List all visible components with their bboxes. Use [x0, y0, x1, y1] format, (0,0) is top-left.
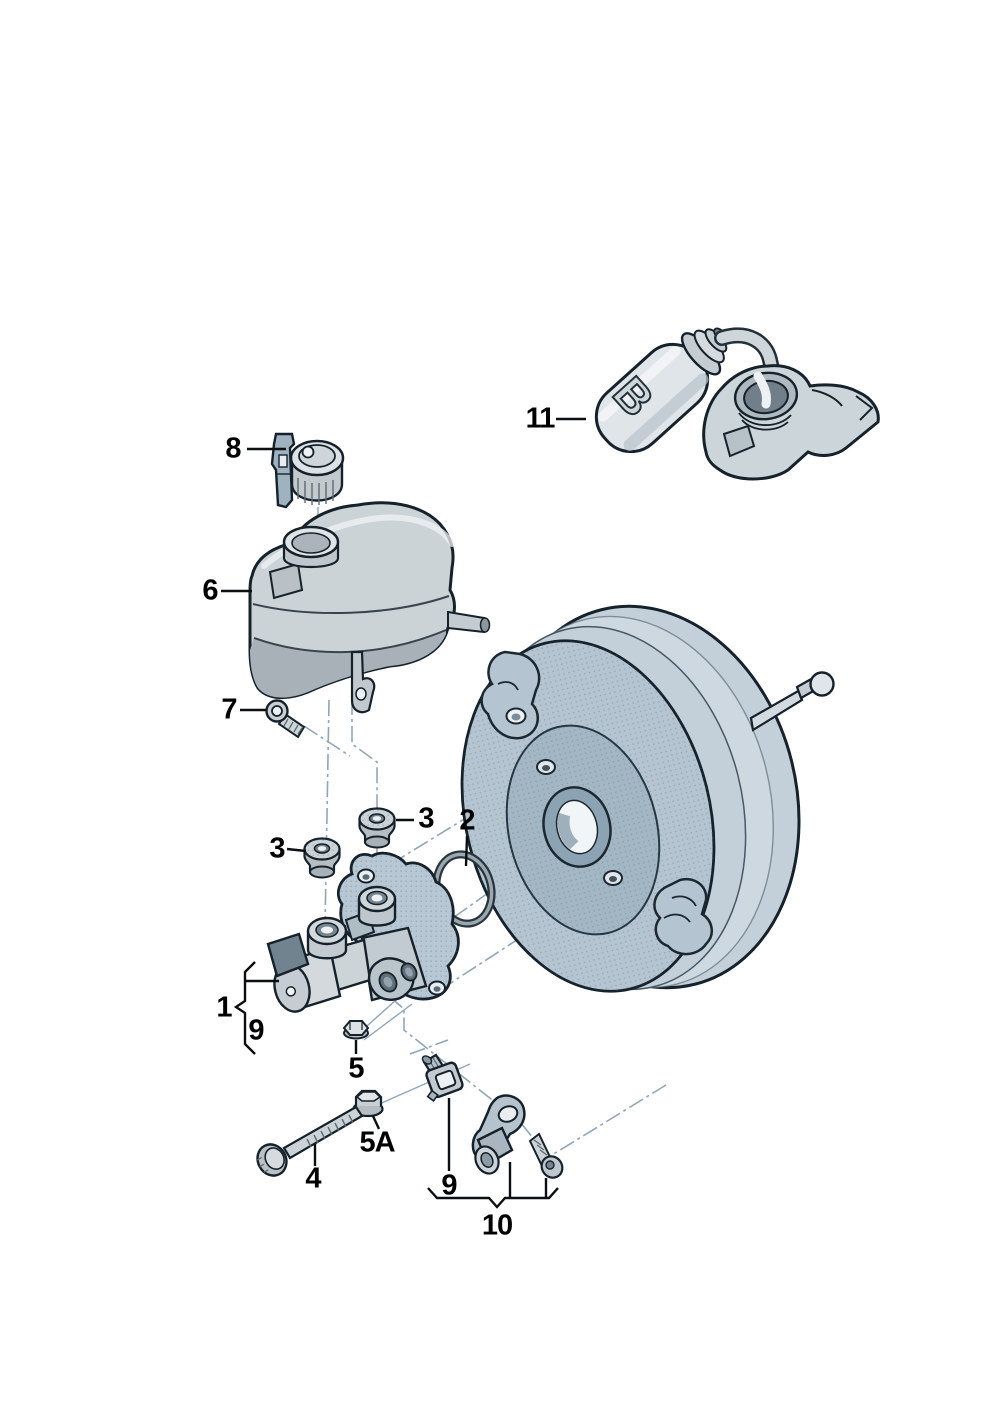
fluid-bottle: B — [594, 327, 781, 454]
callout-10[interactable]: 10 — [481, 1209, 513, 1242]
callout-3-left[interactable]: 3 — [269, 832, 285, 865]
callout-9-sensor[interactable]: 9 — [441, 1169, 457, 1202]
reservoir-side-nipple — [447, 610, 491, 634]
brake-fluid-reservoir — [248, 501, 491, 714]
leader-lines — [221, 417, 586, 1198]
callout-8[interactable]: 8 — [225, 432, 241, 465]
callout-1[interactable]: 1 — [216, 991, 232, 1024]
grommet-left — [303, 837, 341, 879]
callout-6[interactable]: 6 — [202, 574, 218, 607]
sensor-plug-9 — [421, 1053, 464, 1102]
reservoir-mount-tab — [350, 650, 376, 714]
bolt-4 — [256, 1105, 364, 1177]
callout-11[interactable]: 11 — [525, 402, 556, 435]
nut-5 — [342, 1020, 370, 1040]
master-cylinder — [266, 851, 460, 1013]
cap-sensor-bracket — [270, 432, 296, 509]
booster-hub — [542, 786, 612, 868]
booster-lower-lug — [653, 877, 714, 956]
reservoir-screw — [265, 699, 306, 739]
grommet-right — [358, 807, 396, 849]
callout-7[interactable]: 7 — [221, 693, 237, 726]
assembly-brace-1-9 — [233, 961, 279, 1055]
booster-upper-lug — [480, 650, 541, 740]
callout-5a[interactable]: 5A — [359, 1126, 395, 1159]
reservoir-filler-neck — [282, 525, 340, 568]
brake-booster — [460, 604, 835, 993]
callout-5[interactable]: 5 — [348, 1052, 364, 1085]
reservoir-cap — [270, 432, 345, 509]
cylinder-front-port — [306, 916, 348, 960]
booster-pushrod — [749, 671, 835, 732]
sensor-10 — [471, 1094, 526, 1175]
cylinder-connector-block — [266, 932, 310, 978]
cylinder-outlet-boss — [367, 957, 418, 1001]
filler-neck-bracket — [702, 364, 880, 481]
callout-9-assembly[interactable]: 9 — [248, 1014, 264, 1047]
cylinder-rear-port — [357, 885, 397, 927]
callout-2[interactable]: 2 — [459, 804, 475, 837]
sensor-screw-10 — [528, 1132, 564, 1179]
callout-3-right[interactable]: 3 — [418, 802, 434, 835]
callout-4[interactable]: 4 — [305, 1162, 321, 1195]
booster-stud-holes — [536, 759, 623, 886]
assembly-bracket-10 — [427, 1187, 559, 1209]
